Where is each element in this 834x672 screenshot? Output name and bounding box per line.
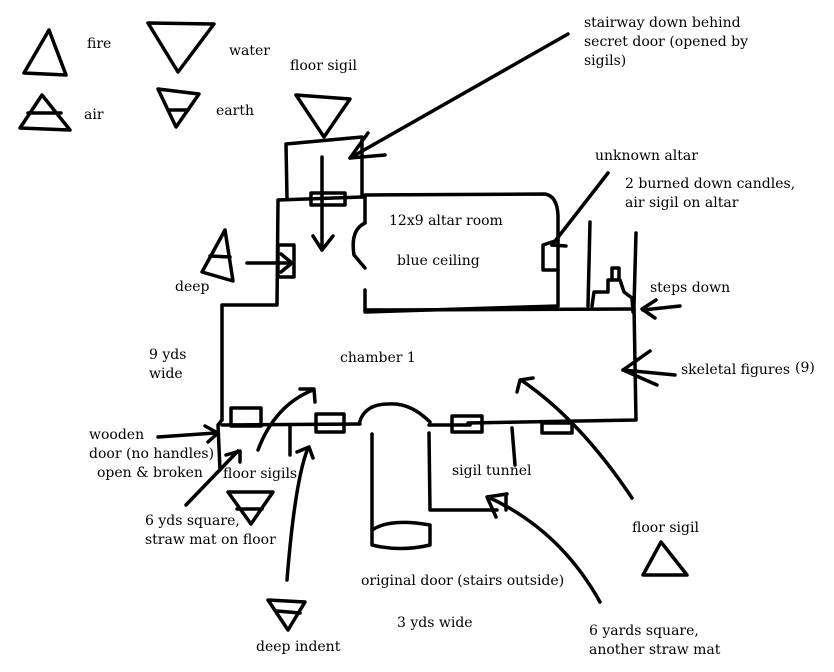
floor-sigil-fire-icon [641,540,689,577]
antechamber-wall [220,195,364,422]
stairway-label-line-2: secret door (opened by [584,34,749,50]
six-yds-square-line-1: 6 yds square, [145,513,240,529]
six-yards-square-line-2: another straw mat [589,642,721,658]
wooden-door-arrow [156,424,220,444]
floor-sigil-tile-1 [229,406,263,428]
air-sigil-icon [18,93,72,132]
steps-down-icon [590,266,635,314]
deep-indent-earth-sigil-icon [266,598,307,632]
deep-arrow [245,252,294,274]
floor-sigil-tile-4 [540,421,574,435]
stairway-arrow [348,32,570,160]
skeletal-arrow [621,349,677,387]
legend-earth-label: earth [216,103,254,119]
chamber-north-wall [363,307,636,312]
floor-sigil-right-label: floor sigil [632,520,699,536]
floor-sigil-top-label: floor sigil [290,58,357,74]
unknown-altar-label: unknown altar [595,148,698,164]
down-arrow-icon [311,234,335,252]
tunnel-wall [510,426,517,467]
nine-yds-line-1: 9 yds [149,347,187,363]
deep-indent-label: deep indent [256,639,341,655]
chamber-label: chamber 1 [340,350,416,366]
altar-arrow [550,171,610,247]
floor-earth-sigil-icon [226,490,275,526]
altar-arrow-tick [550,243,568,248]
earth-sigil-icon [156,87,201,129]
steps-down-label: steps down [650,280,731,296]
six-yds-square-label: 6 yds square, straw mat on floor [145,512,276,550]
floor-sigils-arrow-1 [256,387,317,452]
candles-label-line-2: air sigil on altar [625,195,739,211]
unknown-altar [541,238,560,272]
side-door [276,243,296,279]
floor-sigils-label: floor sigils [223,466,298,482]
wooden-door-line-2: door (no handles) [89,446,215,462]
altar-room-wall [360,192,560,314]
straw-mat-arrow-right [485,492,602,604]
original-door-label: original door (stairs outside) [361,573,565,589]
floor-sigil-water-icon [294,93,352,139]
wooden-door-line-3: open & broken [97,465,203,481]
stairway-label-line-1: stairway down behind [584,15,741,31]
straw-mat-arrow [184,449,242,507]
stairway-label-line-3: sigils) [584,53,627,69]
chamber-west-wall [216,418,224,472]
legend-air-label: air [84,107,104,123]
six-yards-square-label: 6 yards square, another straw mat [589,622,720,660]
skeletal-figures-label: skeletal figures [681,362,791,378]
wooden-door-label: wooden door (no handles) open & broken [89,426,214,483]
fire-sigil-icon [22,28,68,77]
chamber-east-wall [466,231,638,425]
legend-fire-label: fire [87,36,112,52]
floor-sigil-tile-2 [314,412,346,434]
floor-sigils-arrow-2 [285,445,315,582]
six-yards-square-line-1: 6 yards square, [589,623,699,639]
candles-label-line-1: 2 burned down candles, [625,176,796,192]
altar-room-alcove [351,221,367,270]
legend-water-label: water [229,43,270,59]
deep-air-sigil-icon [200,228,235,283]
sigil-tunnel-label: sigil tunnel [452,463,532,479]
chamber-arrow-right [515,376,634,500]
stairway-label: stairway down behind secret door (opened… [584,14,748,71]
nine-yds-line-2: wide [149,366,183,382]
wooden-door-line-1: wooden [89,427,145,443]
altar-room-label: 12x9 altar room [389,213,503,229]
three-yds-label: 3 yds wide [397,615,473,631]
deep-label: deep [175,279,210,295]
entrance-tunnel [357,402,499,551]
six-yds-square-line-2: straw mat on floor [145,532,276,548]
water-sigil-icon [146,21,216,74]
east-corridor-wall [586,220,592,308]
blue-ceiling-label: blue ceiling [397,253,480,269]
candles-label: 2 burned down candles, air sigil on alta… [625,175,795,213]
nine-yds-label: 9 yds wide [149,346,186,384]
steps-arrow [640,298,682,320]
skeletal-count-label: (9) [795,360,815,376]
